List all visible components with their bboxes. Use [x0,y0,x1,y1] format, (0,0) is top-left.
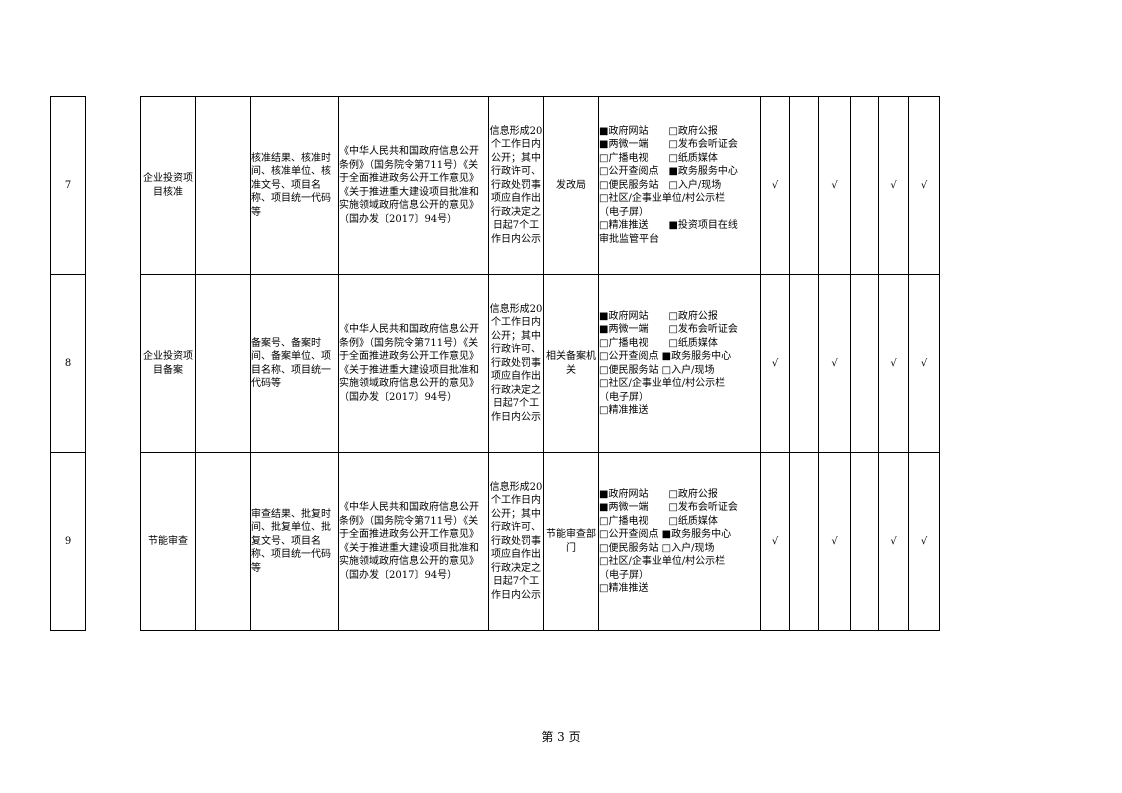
check-mark: √ [878,452,909,631]
check-mark: √ [878,274,909,453]
channel-line: □广播电视 □纸质媒体 [599,337,718,349]
disclosure-basis: 《中华人民共和国政府信息公开条例》（国务院令第711号）《关于全面推进政务公开工… [338,96,489,275]
channel-line: ■政府网站 □政府公报 [599,310,718,322]
check-mark: √ [818,452,851,631]
channel-line: □广播电视 □纸质媒体 [599,515,718,527]
check-mark: √ [908,96,940,275]
channel-line: ■两微一端 □发布会听证会 [599,502,738,513]
table-body: 7 企业投资项目核准 核准结果、核准时间、核准单位、核准文号、项目名称、项目统一… [50,96,940,631]
channel-line: □社区/企事业单位/村公示栏 [599,556,726,567]
row-index: 9 [50,452,86,631]
item-name: 企业投资项目核准 [140,96,196,275]
empty-cell [195,274,251,453]
channel-line: □公开查阅点 ■政务服务中心 [599,351,732,362]
check-mark: √ [818,274,851,453]
disclosure-subject: 发改局 [543,96,599,275]
disclosure-time: 信息形成20个工作日内公开；其中行政许可、行政处罚事项应自作出行政决定之日起7个… [488,452,544,631]
disclosure-channels: ■政府网站 □政府公报 ■两微一端 □发布会听证会 □广播电视 □纸质媒体 □公… [598,274,761,453]
disclosure-subject: 节能审查部门 [543,452,599,631]
disclosure-table: 7 企业投资项目核准 核准结果、核准时间、核准单位、核准文号、项目名称、项目统一… [50,96,940,631]
disclosure-time: 信息形成20个工作日内公开；其中行政许可、行政处罚事项应自作出行政决定之日起7个… [488,274,544,453]
channel-line: ■政府网站 □政府公报 [599,125,718,137]
row-index: 7 [50,96,86,275]
channel-line: □便民服务站 □入户/现场 [599,179,722,191]
empty-cell [195,96,251,275]
disclosure-content: 备案号、备案时间、备案单位、项目名称、项目统一代码等 [250,274,339,453]
check-mark [789,452,819,631]
channel-line: （电子屏） [599,391,649,403]
channel-line: □精准推送 ■投资项目在线 [599,220,738,232]
check-mark: √ [878,96,909,275]
channel-line: （电子屏） [599,569,649,581]
channel-line: □精准推送 [599,583,649,594]
spacer-cell [85,274,141,453]
channel-line: □社区/企事业单位/村公示栏 [599,378,726,389]
row-index: 8 [50,274,86,453]
channel-line: □社区/企事业单位/村公示栏 [599,193,726,205]
check-mark [850,452,879,631]
channel-line: □广播电视 □纸质媒体 [599,152,718,164]
channel-line: 审批监管平台 [599,233,659,245]
check-mark: √ [908,274,940,453]
channel-line: ■政府网站 □政府公报 [599,488,718,500]
check-mark: √ [908,452,940,631]
check-mark [789,274,819,453]
channel-line: □便民服务站 □入户/现场 [599,364,715,376]
check-mark: √ [760,274,790,453]
disclosure-channels: ■政府网站 □政府公报 ■两微一端 □发布会听证会 □广播电视 □纸质媒体 □公… [598,452,761,631]
disclosure-time: 信息形成20个工作日内公开；其中行政许可、行政处罚事项应自作出行政决定之日起7个… [488,96,544,275]
spacer-cell [85,96,141,275]
disclosure-basis: 《中华人民共和国政府信息公开条例》（国务院令第711号）《关于全面推进政务公开工… [338,452,489,631]
empty-cell [195,452,251,631]
check-mark: √ [818,96,851,275]
channel-line: □便民服务站 □入户/现场 [599,542,715,554]
check-mark: √ [760,96,790,275]
check-mark [850,96,879,275]
channel-line: ■两微一端 □发布会听证会 [599,324,738,335]
table-row: 7 企业投资项目核准 核准结果、核准时间、核准单位、核准文号、项目名称、项目统一… [50,96,940,275]
page-number: 第 3 页 [541,730,581,744]
check-mark [789,96,819,275]
table-row: 8 企业投资项目备案 备案号、备案时间、备案单位、项目名称、项目统一代码等 《中… [50,274,940,453]
channel-line: □公开查阅点 ■政务服务中心 [599,166,738,178]
channel-line: ■两微一端 □发布会听证会 [599,139,738,151]
channel-line: □公开查阅点 ■政务服务中心 [599,529,732,540]
disclosure-channels: ■政府网站 □政府公报 ■两微一端 □发布会听证会 □广播电视 □纸质媒体 □公… [598,96,761,275]
check-mark [850,274,879,453]
spacer-cell [85,452,141,631]
disclosure-basis: 《中华人民共和国政府信息公开条例》（国务院令第711号）《关于全面推进政务公开工… [338,274,489,453]
channel-line: □精准推送 [599,405,649,416]
channel-line: （电子屏） [599,206,649,218]
item-name: 企业投资项目备案 [140,274,196,453]
disclosure-content: 审查结果、批复时间、批复单位、批复文号、项目名称、项目统一代码等 [250,452,339,631]
disclosure-subject: 相关备案机关 [543,274,599,453]
check-mark: √ [760,452,790,631]
item-name: 节能审查 [140,452,196,631]
table-row: 9 节能审查 审查结果、批复时间、批复单位、批复文号、项目名称、项目统一代码等 … [50,452,940,631]
disclosure-content: 核准结果、核准时间、核准单位、核准文号、项目名称、项目统一代码等 [250,96,339,275]
